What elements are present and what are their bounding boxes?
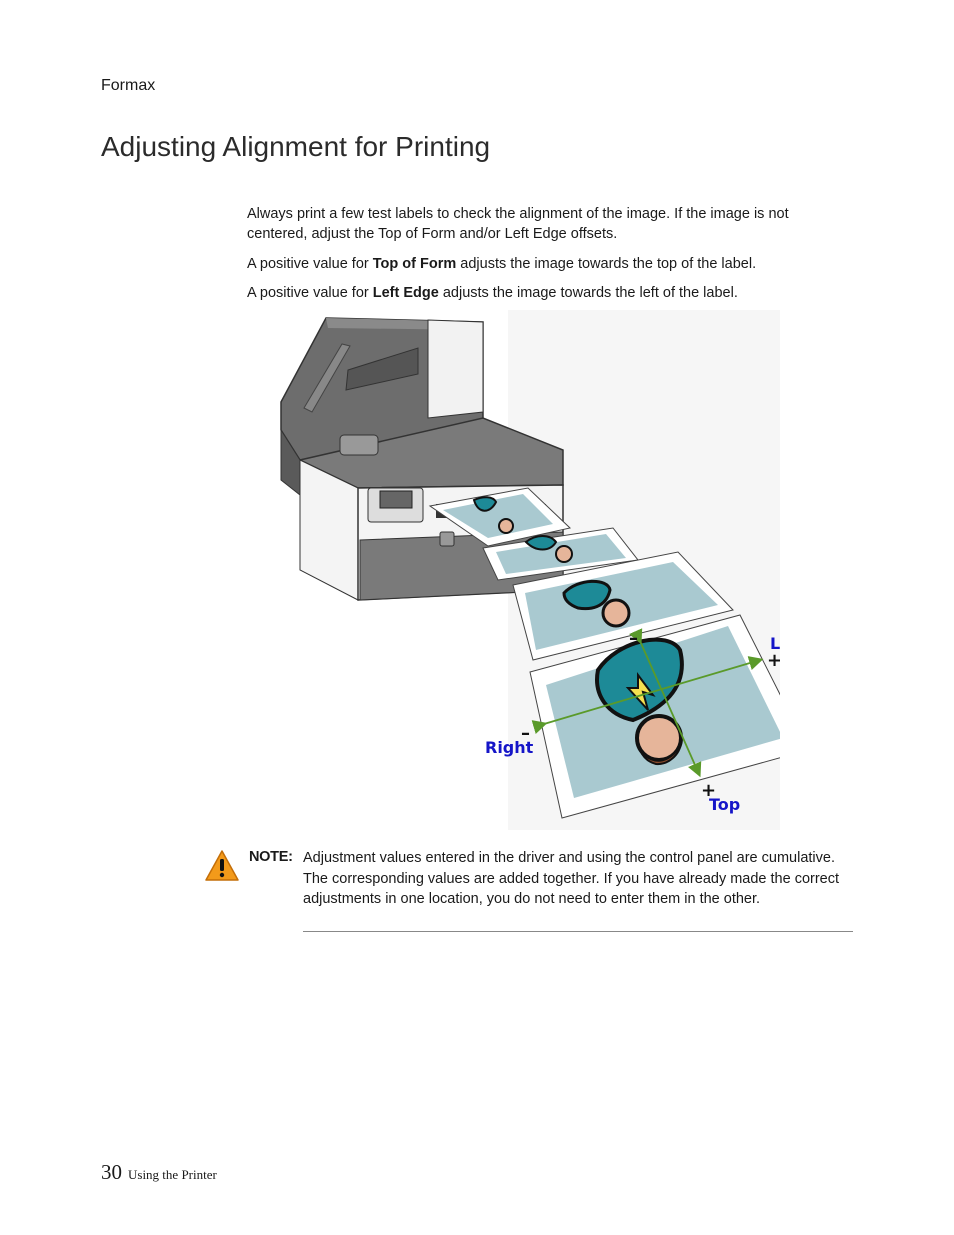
left-plus-sign: + — [767, 650, 780, 671]
top-minus-sign: – — [629, 628, 638, 649]
left-edge-term: Left Edge — [372, 285, 439, 301]
para2-suffix: adjusts the image towards the top of the… — [456, 256, 757, 272]
label-top: Top — [709, 795, 740, 814]
page-number: 30 — [101, 1160, 122, 1184]
para3-suffix: adjusts the image towards the left of th… — [438, 285, 738, 301]
para3-prefix: A positive value for — [247, 285, 373, 301]
note-text: Adjustment values entered in the driver … — [303, 850, 840, 907]
page-footer: 30 Using the Printer — [101, 1160, 217, 1185]
printer-alignment-illustration: Left + – Right – + Top — [280, 310, 780, 830]
printer-icon — [280, 317, 564, 601]
label-left: Left — [770, 634, 780, 653]
note-divider — [303, 931, 853, 932]
top-of-form-term: Top of Form — [372, 256, 457, 272]
para2-prefix: A positive value for — [247, 256, 373, 272]
warning-icon — [205, 850, 239, 881]
intro-paragraph: Always print a few test labels to check … — [247, 206, 789, 242]
right-minus-sign: – — [521, 723, 530, 744]
footer-section: Using the Printer — [128, 1167, 217, 1182]
header-brand: Formax — [101, 77, 156, 94]
small-figure-icons — [472, 496, 631, 628]
left-offset-arrow — [531, 656, 764, 734]
note-label: NOTE: — [249, 849, 293, 865]
page-title: Adjusting Alignment for Printing — [101, 131, 491, 162]
left-edge-paragraph: A positive value for Left Edge adjusts t… — [247, 283, 847, 303]
label-right: Right — [485, 738, 534, 757]
top-plus-sign: + — [701, 780, 716, 801]
top-of-form-paragraph: A positive value for Top of Form adjusts… — [247, 254, 847, 274]
